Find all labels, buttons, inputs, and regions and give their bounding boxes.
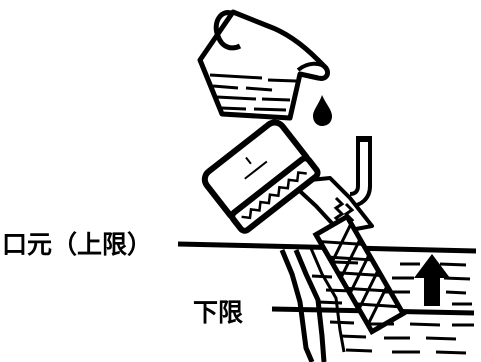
upper-limit-label: 口元（上限） [2, 230, 153, 259]
liquid-drop-icon [313, 95, 332, 126]
up-arrow-icon [414, 254, 450, 306]
lower-limit-label: 下限 [193, 298, 244, 327]
bottle-cap-icon [201, 119, 321, 234]
filter-mesh-icon [312, 213, 407, 336]
tank-liquid [311, 260, 474, 355]
vent-tube-icon [349, 136, 372, 208]
measuring-cup-icon [197, 9, 331, 121]
